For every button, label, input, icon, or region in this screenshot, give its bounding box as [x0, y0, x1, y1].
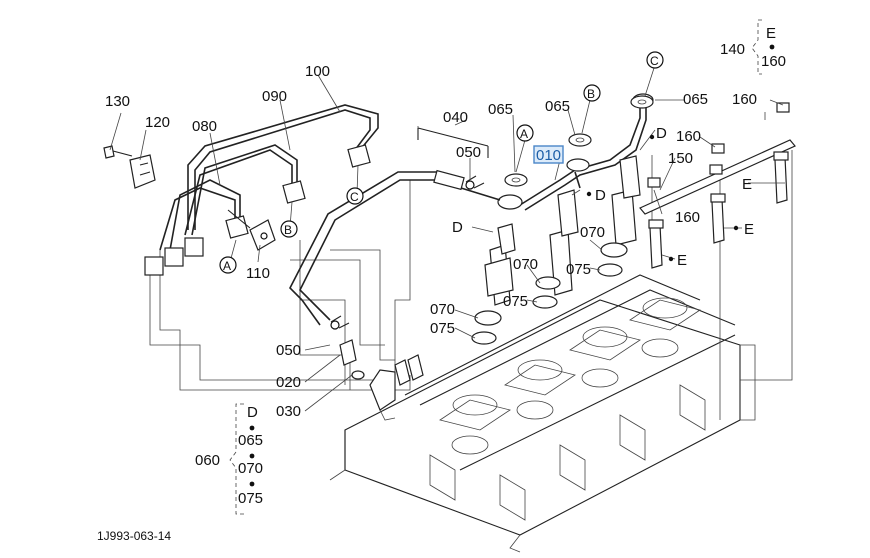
label-075-1[interactable]: 075	[430, 320, 455, 337]
label-030[interactable]: 030	[276, 403, 301, 420]
label-065-3[interactable]: 065	[683, 91, 708, 108]
pipe-clamp-110[interactable]	[249, 219, 276, 251]
set-060[interactable]: 060 D 065 070 075	[195, 403, 263, 515]
label-160-2[interactable]: 160	[676, 128, 701, 145]
gasket-030[interactable]	[351, 370, 365, 380]
set-060-item-065: 065	[238, 432, 263, 449]
bullet-dot	[249, 425, 255, 431]
set-060-item-075: 075	[238, 490, 263, 507]
injection-pipe-assembly[interactable]	[144, 104, 379, 276]
washer-065-3[interactable]	[630, 95, 654, 109]
hose-clip-050-upper[interactable]	[465, 175, 485, 190]
label-070-2[interactable]: 070	[513, 256, 538, 273]
bullet-dot	[586, 191, 592, 197]
injection-pump-outlets	[369, 354, 424, 421]
bullet-dot	[649, 134, 655, 140]
bullet-dot	[249, 481, 255, 487]
set-140-item-160: 160	[761, 53, 786, 70]
label-065-2[interactable]: 065	[545, 98, 570, 115]
label-090[interactable]: 090	[262, 88, 287, 105]
seal-070-1[interactable]	[474, 310, 502, 326]
label-080[interactable]: 080	[192, 118, 217, 135]
set-140[interactable]: 140 E 160	[720, 19, 786, 75]
diagram-id: 1J993-063-14	[97, 529, 171, 543]
ref-e-3: E	[742, 176, 752, 193]
marker-c-circle	[646, 51, 664, 69]
label-110[interactable]: 110	[246, 265, 270, 282]
ref-e-1: E	[677, 252, 687, 269]
label-075-3[interactable]: 075	[566, 261, 591, 278]
marker-c-2: C	[650, 54, 659, 68]
seal-075-3[interactable]	[597, 263, 623, 277]
label-140: 140	[720, 41, 745, 58]
overflow-hose-040[interactable]	[289, 169, 501, 326]
marker-c-1: C	[350, 190, 359, 204]
marker-b-circle	[583, 84, 601, 102]
label-050-upper[interactable]: 050	[456, 144, 481, 161]
bullet-dot	[733, 225, 739, 231]
bullet-dot	[668, 256, 674, 262]
label-010: 010	[536, 147, 561, 164]
set-140-item-e: E	[766, 25, 776, 42]
ref-e-2: E	[744, 221, 754, 238]
seal-075-1[interactable]	[471, 331, 497, 345]
label-065-1[interactable]: 065	[488, 101, 513, 118]
label-100[interactable]: 100	[305, 63, 330, 80]
seal-070-2[interactable]	[535, 276, 561, 290]
label-130[interactable]: 130	[105, 93, 130, 110]
label-leaders	[109, 64, 785, 412]
connection-markers: A B C A B C	[219, 51, 664, 274]
label-020[interactable]: 020	[276, 374, 301, 391]
marker-b-2: B	[587, 87, 595, 101]
marker-b-circle	[280, 220, 298, 238]
marker-c-circle	[346, 187, 364, 205]
marker-a-2: A	[520, 127, 528, 141]
marker-a-1: A	[223, 259, 231, 273]
glow-plug-lead-150[interactable]	[639, 139, 796, 215]
bullet-dot	[249, 453, 255, 459]
glow-plug-3[interactable]	[773, 151, 789, 204]
label-075-2[interactable]: 075	[503, 293, 528, 310]
nozzle-holder-3[interactable]	[611, 155, 641, 246]
seal-070-3[interactable]	[600, 242, 628, 258]
bolt-130[interactable]	[103, 145, 133, 159]
group-reference-letters: D D D E E E	[452, 125, 754, 269]
washer-065-1[interactable]	[504, 173, 528, 187]
label-050-lower[interactable]: 050	[276, 342, 301, 359]
nut-160-set[interactable]	[647, 102, 790, 188]
marker-a-circle	[516, 124, 534, 142]
label-060: 060	[195, 452, 220, 469]
label-040[interactable]: 040	[443, 109, 468, 126]
glow-plug-2[interactable]	[710, 193, 726, 244]
ref-d-2: D	[595, 187, 606, 204]
pipe-clamp-120[interactable]	[129, 154, 156, 189]
ref-d-1: D	[452, 219, 463, 236]
label-120[interactable]: 120	[145, 114, 170, 131]
label-160-3[interactable]: 160	[675, 209, 700, 226]
seal-075-2[interactable]	[532, 295, 558, 309]
nozzle-holder-1[interactable]	[484, 223, 516, 306]
washer-065-2[interactable]	[568, 133, 592, 147]
cylinder-head-drawing	[329, 274, 756, 553]
label-160-1[interactable]: 160	[732, 91, 757, 108]
bullet-dot	[769, 44, 775, 50]
label-010-highlighted[interactable]: 010	[533, 145, 564, 164]
set-060-item-d: D	[247, 404, 258, 421]
fitting-020[interactable]	[339, 339, 357, 366]
label-070-1[interactable]: 070	[430, 301, 455, 318]
glow-plug-1[interactable]	[648, 219, 664, 269]
ref-d-3: D	[656, 125, 667, 142]
part-labels: 130 120 080 090 100 110 040 050 065 065 …	[105, 63, 757, 420]
label-150[interactable]: 150	[668, 150, 693, 167]
label-070-3[interactable]: 070	[580, 224, 605, 241]
hose-clip-050-lower[interactable]	[330, 315, 350, 330]
set-060-item-070: 070	[238, 460, 263, 477]
marker-b-1: B	[284, 223, 292, 237]
marker-a-circle	[219, 256, 237, 274]
